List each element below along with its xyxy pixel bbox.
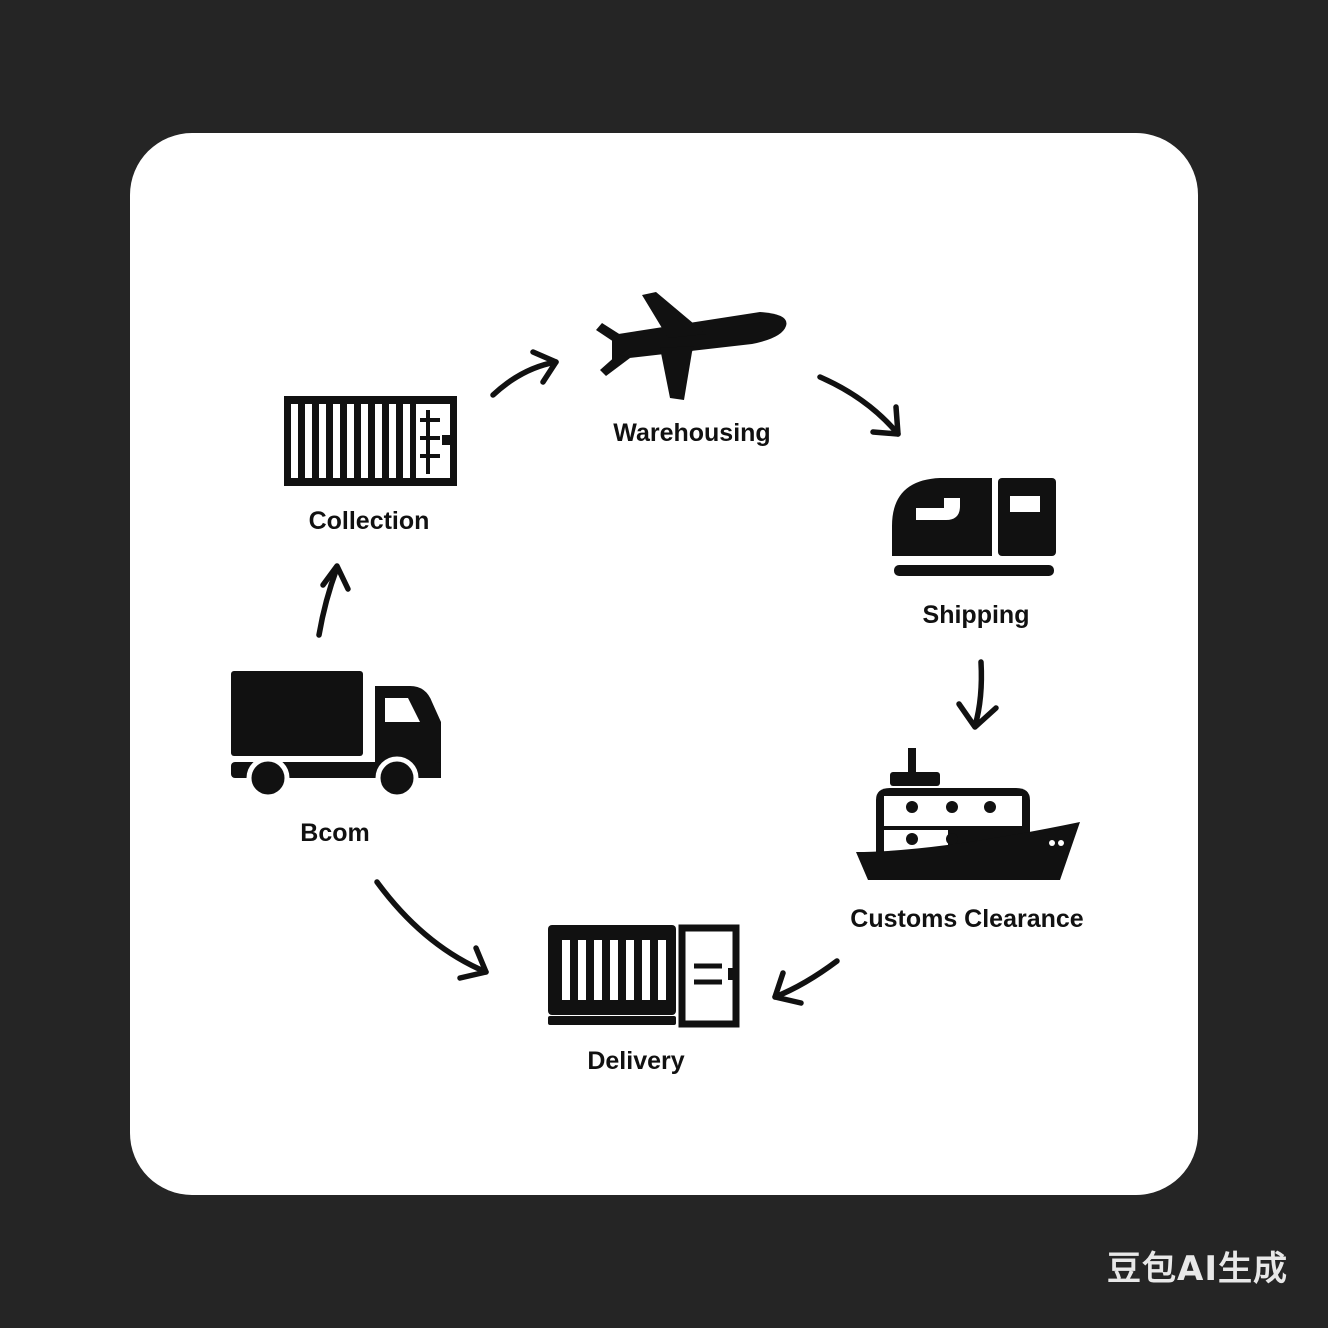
node-label-shipping: Shipping [922, 601, 1030, 629]
arrow-bcom-to-collection [316, 563, 351, 638]
container-icon [548, 924, 740, 1028]
truck-icon [231, 671, 441, 800]
arrow-warehousing-to-shipping [817, 374, 901, 437]
node-label-collection: Collection [308, 507, 430, 535]
train-icon [892, 478, 1056, 576]
container-icon [284, 396, 457, 486]
node-label-delivery: Delivery [587, 1047, 685, 1075]
airplane-icon [596, 292, 787, 400]
arrow-customs-to-delivery [772, 958, 840, 1006]
arrow-shipping-to-customs [956, 659, 999, 730]
ship-icon [856, 748, 1080, 880]
node-label-warehousing: Warehousing [613, 419, 771, 447]
arrow-bcom-to-delivery [374, 879, 489, 981]
node-label-customs-clearance: Customs Clearance [850, 905, 1084, 933]
arrow-collection-to-warehousing [490, 349, 559, 398]
node-label-bcom: Bcom [300, 819, 370, 847]
watermark: 豆包AI生成 [1107, 1249, 1288, 1289]
